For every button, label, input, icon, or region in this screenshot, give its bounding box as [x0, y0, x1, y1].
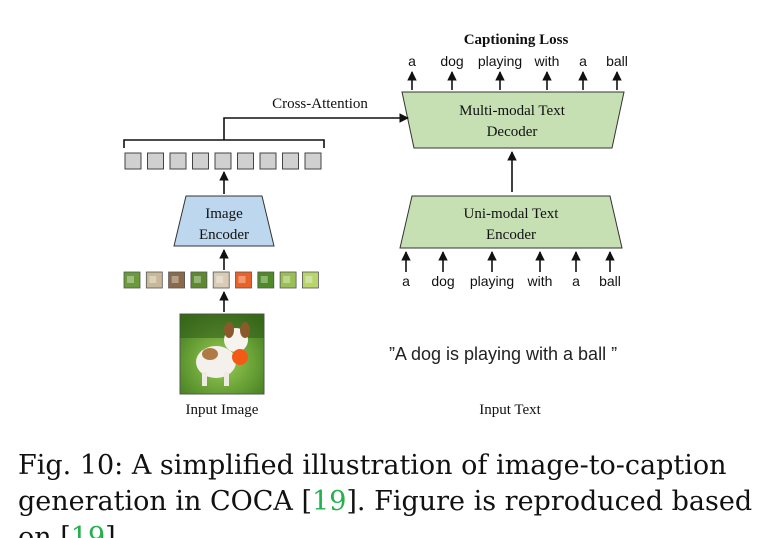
image-token	[237, 152, 254, 170]
cross-attention-label: Cross-Attention	[272, 96, 368, 112]
token-bracket	[123, 139, 325, 148]
image-token	[304, 152, 322, 170]
caption-ref-link-1[interactable]: 19	[312, 486, 347, 517]
image-token	[124, 152, 142, 170]
caption-suffix: ].	[105, 522, 125, 538]
output-token: playing	[478, 53, 522, 69]
input-token: ball	[599, 273, 621, 289]
input-token: playing	[470, 273, 514, 289]
image-encoder	[173, 195, 275, 247]
input-tokens: a dog playing with a ball	[401, 251, 621, 289]
unimodal-label-line2: Encoder	[486, 227, 536, 243]
unimodal-text-encoder	[399, 195, 623, 249]
image-tokens	[124, 152, 322, 170]
caption-middle: ]. Figure is reproduced based on [	[18, 486, 753, 538]
output-token: dog	[440, 53, 463, 69]
decoder-label-line2: Decoder	[487, 124, 538, 140]
input-token: dog	[431, 273, 454, 289]
input-token: with	[527, 273, 553, 289]
image-patch	[301, 271, 319, 289]
output-token: ball	[606, 53, 628, 69]
image-patch	[235, 271, 252, 289]
image-patches	[123, 271, 319, 289]
input-sentence: ”A dog is playing with a ball ”	[389, 344, 617, 364]
input-token: a	[572, 273, 580, 289]
input-text-label: Input Text	[479, 402, 541, 418]
output-tokens: a dog playing with a ball	[407, 53, 628, 90]
image-patch	[168, 271, 186, 289]
image-patch	[145, 271, 163, 289]
image-token	[169, 152, 187, 170]
input-image	[179, 313, 265, 395]
caption-ref-link-2[interactable]: 19	[70, 522, 106, 538]
multimodal-text-decoder	[401, 91, 625, 149]
image-patch	[190, 271, 208, 289]
output-token: a	[579, 53, 587, 69]
captioning-loss-title: Captioning Loss	[464, 32, 569, 48]
figure-caption: Fig. 10: A simplified illustration of im…	[18, 448, 758, 538]
cross-attention-arrow	[223, 113, 409, 140]
output-token: with	[534, 53, 560, 69]
unimodal-label-line1: Uni-modal Text	[464, 206, 560, 222]
image-token	[259, 152, 277, 170]
image-token	[282, 152, 299, 170]
image-encoder-label-line2: Encoder	[199, 227, 249, 243]
image-encoder-label-line1: Image	[205, 206, 243, 222]
image-patch	[257, 271, 275, 289]
image-patch	[212, 271, 230, 289]
image-token	[192, 152, 209, 170]
image-token	[214, 152, 232, 170]
image-token	[147, 152, 164, 170]
image-patch	[123, 271, 141, 289]
input-token: a	[402, 273, 410, 289]
image-patch	[279, 271, 297, 289]
coca-diagram: Captioning Loss a dog playing with a ball Mul…	[123, 32, 628, 418]
input-image-label: Input Image	[186, 402, 259, 418]
caption-prefix: Fig. 10: A simplified illustration of im…	[18, 450, 727, 517]
output-token: a	[408, 53, 416, 69]
decoder-label-line1: Multi-modal Text	[459, 103, 566, 119]
